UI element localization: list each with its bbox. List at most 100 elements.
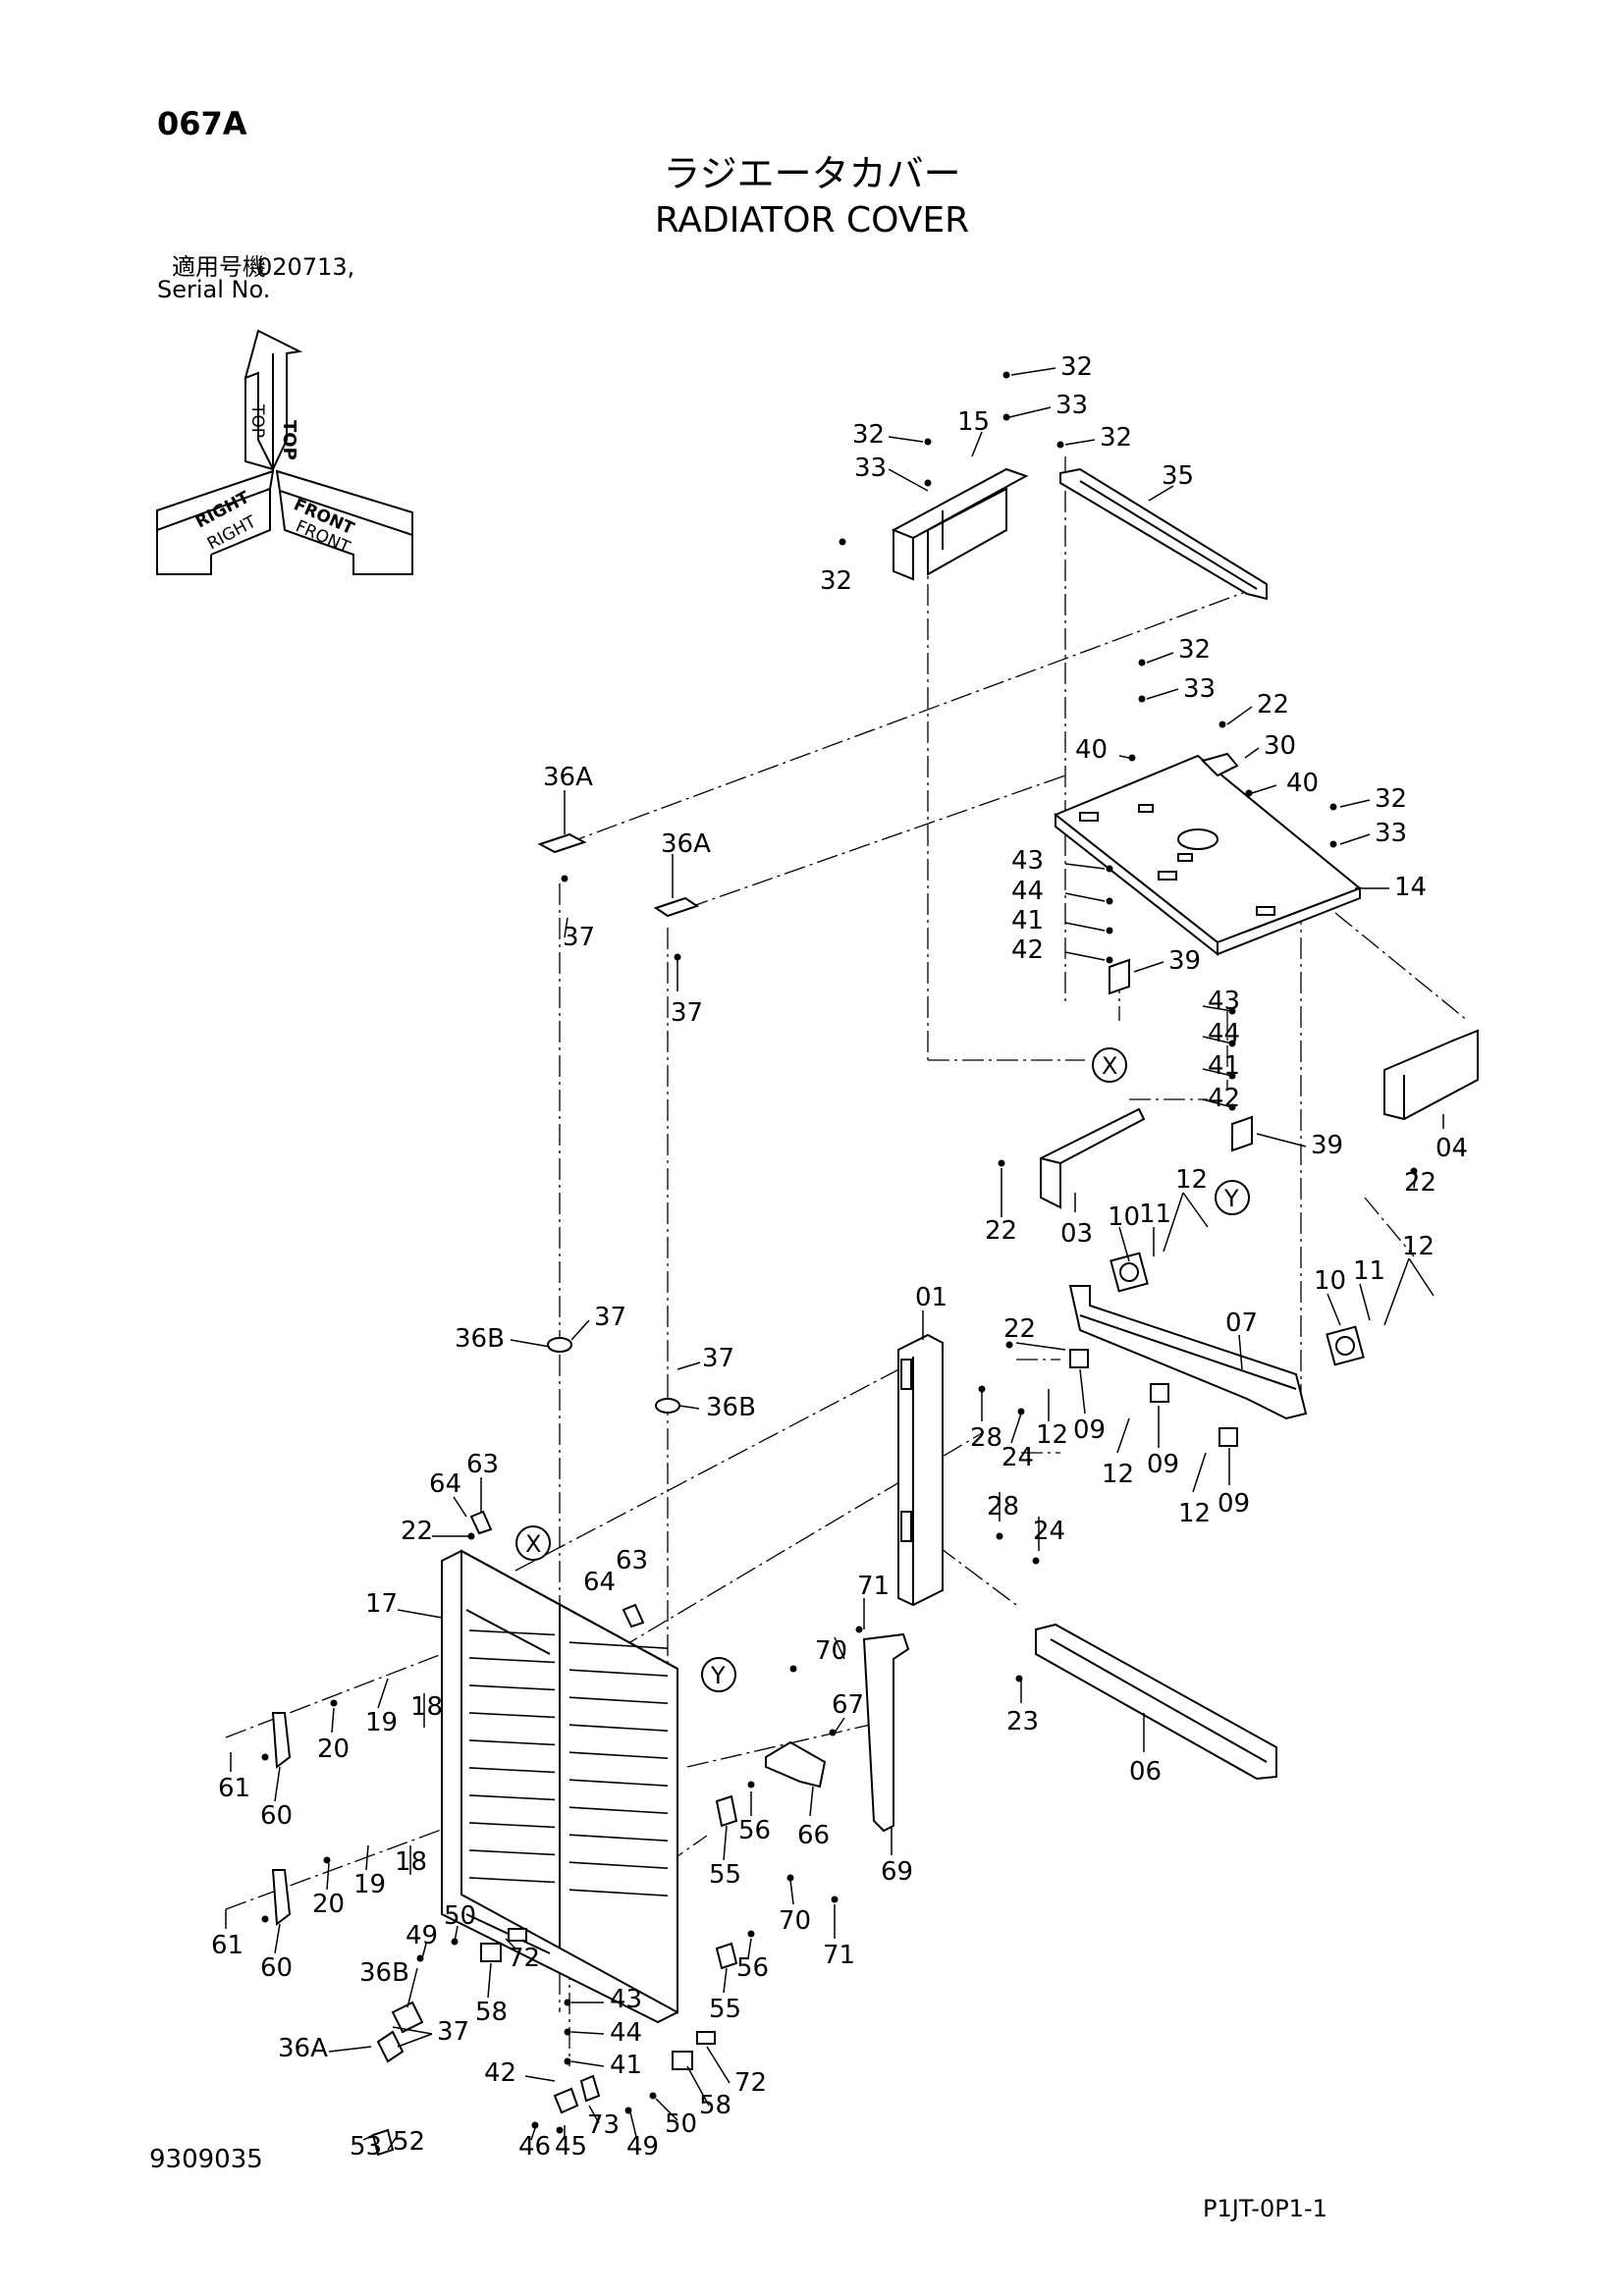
- callout-63: 63: [616, 1546, 648, 1575]
- part-35-rail: [1059, 467, 1268, 601]
- callout-70: 70: [779, 1906, 811, 1936]
- callout-69: 69: [881, 1857, 913, 1887]
- fastener-dot: [747, 1781, 755, 1789]
- fastener-dot: [839, 538, 846, 546]
- callout-50: 50: [444, 1901, 476, 1931]
- leader-line: [789, 1879, 794, 1905]
- leader-line: [677, 1362, 701, 1370]
- callout-32: 32: [1375, 784, 1407, 814]
- leader-line: [1015, 1342, 1066, 1351]
- leader-line: [274, 1923, 281, 1954]
- grille-slat: [568, 1861, 669, 1869]
- leader-line: [971, 431, 983, 457]
- callout-12: 12: [1175, 1165, 1208, 1195]
- callout-43: 43: [1011, 846, 1044, 876]
- part-66-bracket: [765, 1740, 827, 1789]
- fastener-dot: [1015, 1675, 1023, 1682]
- callout-36a: 36A: [278, 2034, 328, 2063]
- callout-36b: 36B: [359, 1958, 409, 1988]
- callout-37: 37: [594, 1303, 626, 1332]
- orientation-indicator: TOP TOP RIGHT RIGHT FRONT FRONT: [156, 329, 413, 575]
- callout-43: 43: [610, 1985, 642, 2014]
- leader-line: [834, 1636, 845, 1660]
- leader-line: [832, 1717, 845, 1736]
- leader-line: [1064, 922, 1106, 932]
- callout-32: 32: [852, 420, 885, 450]
- callout-09: 09: [1147, 1450, 1179, 1479]
- fastener-dot: [556, 2126, 564, 2134]
- callout-52: 52: [393, 2127, 425, 2157]
- part-04-bracket: [1383, 1029, 1479, 1121]
- leader-line: [1163, 1192, 1184, 1253]
- fastener-dot: [1005, 1341, 1013, 1349]
- callout-18: 18: [395, 1847, 427, 1877]
- front-arrow-end: [279, 490, 413, 575]
- part-55-clips: [715, 1794, 738, 1970]
- callout-55: 55: [709, 1860, 741, 1890]
- part-15-bracket: [891, 467, 1029, 581]
- leader-line: [1244, 747, 1260, 759]
- callout-33: 33: [1375, 819, 1407, 848]
- callout-labels: 32 33 32 15 32 33 32 35 32 33 22 30 40 4…: [211, 352, 1468, 2162]
- callout-71: 71: [857, 1572, 890, 1601]
- leader-line: [397, 2033, 433, 2048]
- callout-53: 53: [350, 2132, 382, 2162]
- top-label: TOP: [279, 420, 299, 460]
- callout-41: 41: [1208, 1051, 1240, 1081]
- fastener-dot: [561, 875, 568, 882]
- fastener-dot: [1002, 371, 1010, 379]
- fastener-dot: [789, 1665, 797, 1673]
- leader-line: [1010, 367, 1056, 376]
- leader-line: [678, 1405, 700, 1410]
- leader-line: [1326, 1293, 1341, 1326]
- leader-line: [326, 1862, 330, 1891]
- fastener-dot: [564, 1999, 571, 2006]
- leader-line: [1339, 799, 1371, 808]
- callout-30: 30: [1264, 731, 1296, 761]
- callout-10: 10: [1314, 1266, 1346, 1296]
- callout-42: 42: [1011, 935, 1044, 965]
- leader-line: [723, 1825, 728, 1861]
- leader-line: [888, 468, 929, 492]
- callout-04: 04: [1435, 1134, 1468, 1163]
- callout-37: 37: [563, 923, 595, 952]
- reference-circles: [515, 1047, 1250, 1692]
- fastener-dot: [261, 1915, 269, 1923]
- part-09-plates: [1069, 1349, 1238, 1447]
- serial-number: 020713,: [257, 253, 355, 281]
- fastener-dot: [1329, 840, 1337, 848]
- fastener-dot: [1106, 865, 1113, 873]
- fastener-dot: [531, 2121, 539, 2129]
- callout-22: 22: [1404, 1168, 1436, 1198]
- leader-line: [454, 1925, 459, 1943]
- callout-49: 49: [406, 1921, 438, 1950]
- leader-line: [1359, 1283, 1371, 1321]
- callout-40: 40: [1075, 735, 1108, 765]
- fastener-dot: [1138, 659, 1146, 667]
- callout-19: 19: [353, 1870, 386, 1899]
- callout-44: 44: [610, 2018, 642, 2048]
- callout-24: 24: [1001, 1443, 1034, 1472]
- leader-line: [1226, 706, 1253, 725]
- callout-10: 10: [1108, 1202, 1140, 1232]
- grille-slats: [468, 1629, 669, 1896]
- callout-32: 32: [820, 566, 852, 596]
- callout-56: 56: [736, 1953, 769, 1983]
- leader-line: [406, 1967, 418, 2008]
- callout-20: 20: [312, 1890, 345, 1919]
- fastener-dot: [1002, 413, 1010, 421]
- leader-line: [888, 436, 924, 443]
- callout-61: 61: [218, 1774, 250, 1803]
- callout-11: 11: [1353, 1256, 1385, 1286]
- callout-32: 32: [1100, 423, 1132, 453]
- fastener-dot: [323, 1856, 331, 1864]
- page-code: 067A: [157, 105, 247, 142]
- leader-line: [1383, 1257, 1410, 1326]
- leader-line: [1064, 892, 1106, 902]
- fastener-dot: [1106, 927, 1113, 934]
- callout-42: 42: [484, 2058, 516, 2088]
- leader-line: [1238, 1334, 1243, 1370]
- callout-45: 45: [555, 2132, 587, 2162]
- leader-line: [809, 1786, 814, 1817]
- right-arrow-end: [156, 510, 212, 575]
